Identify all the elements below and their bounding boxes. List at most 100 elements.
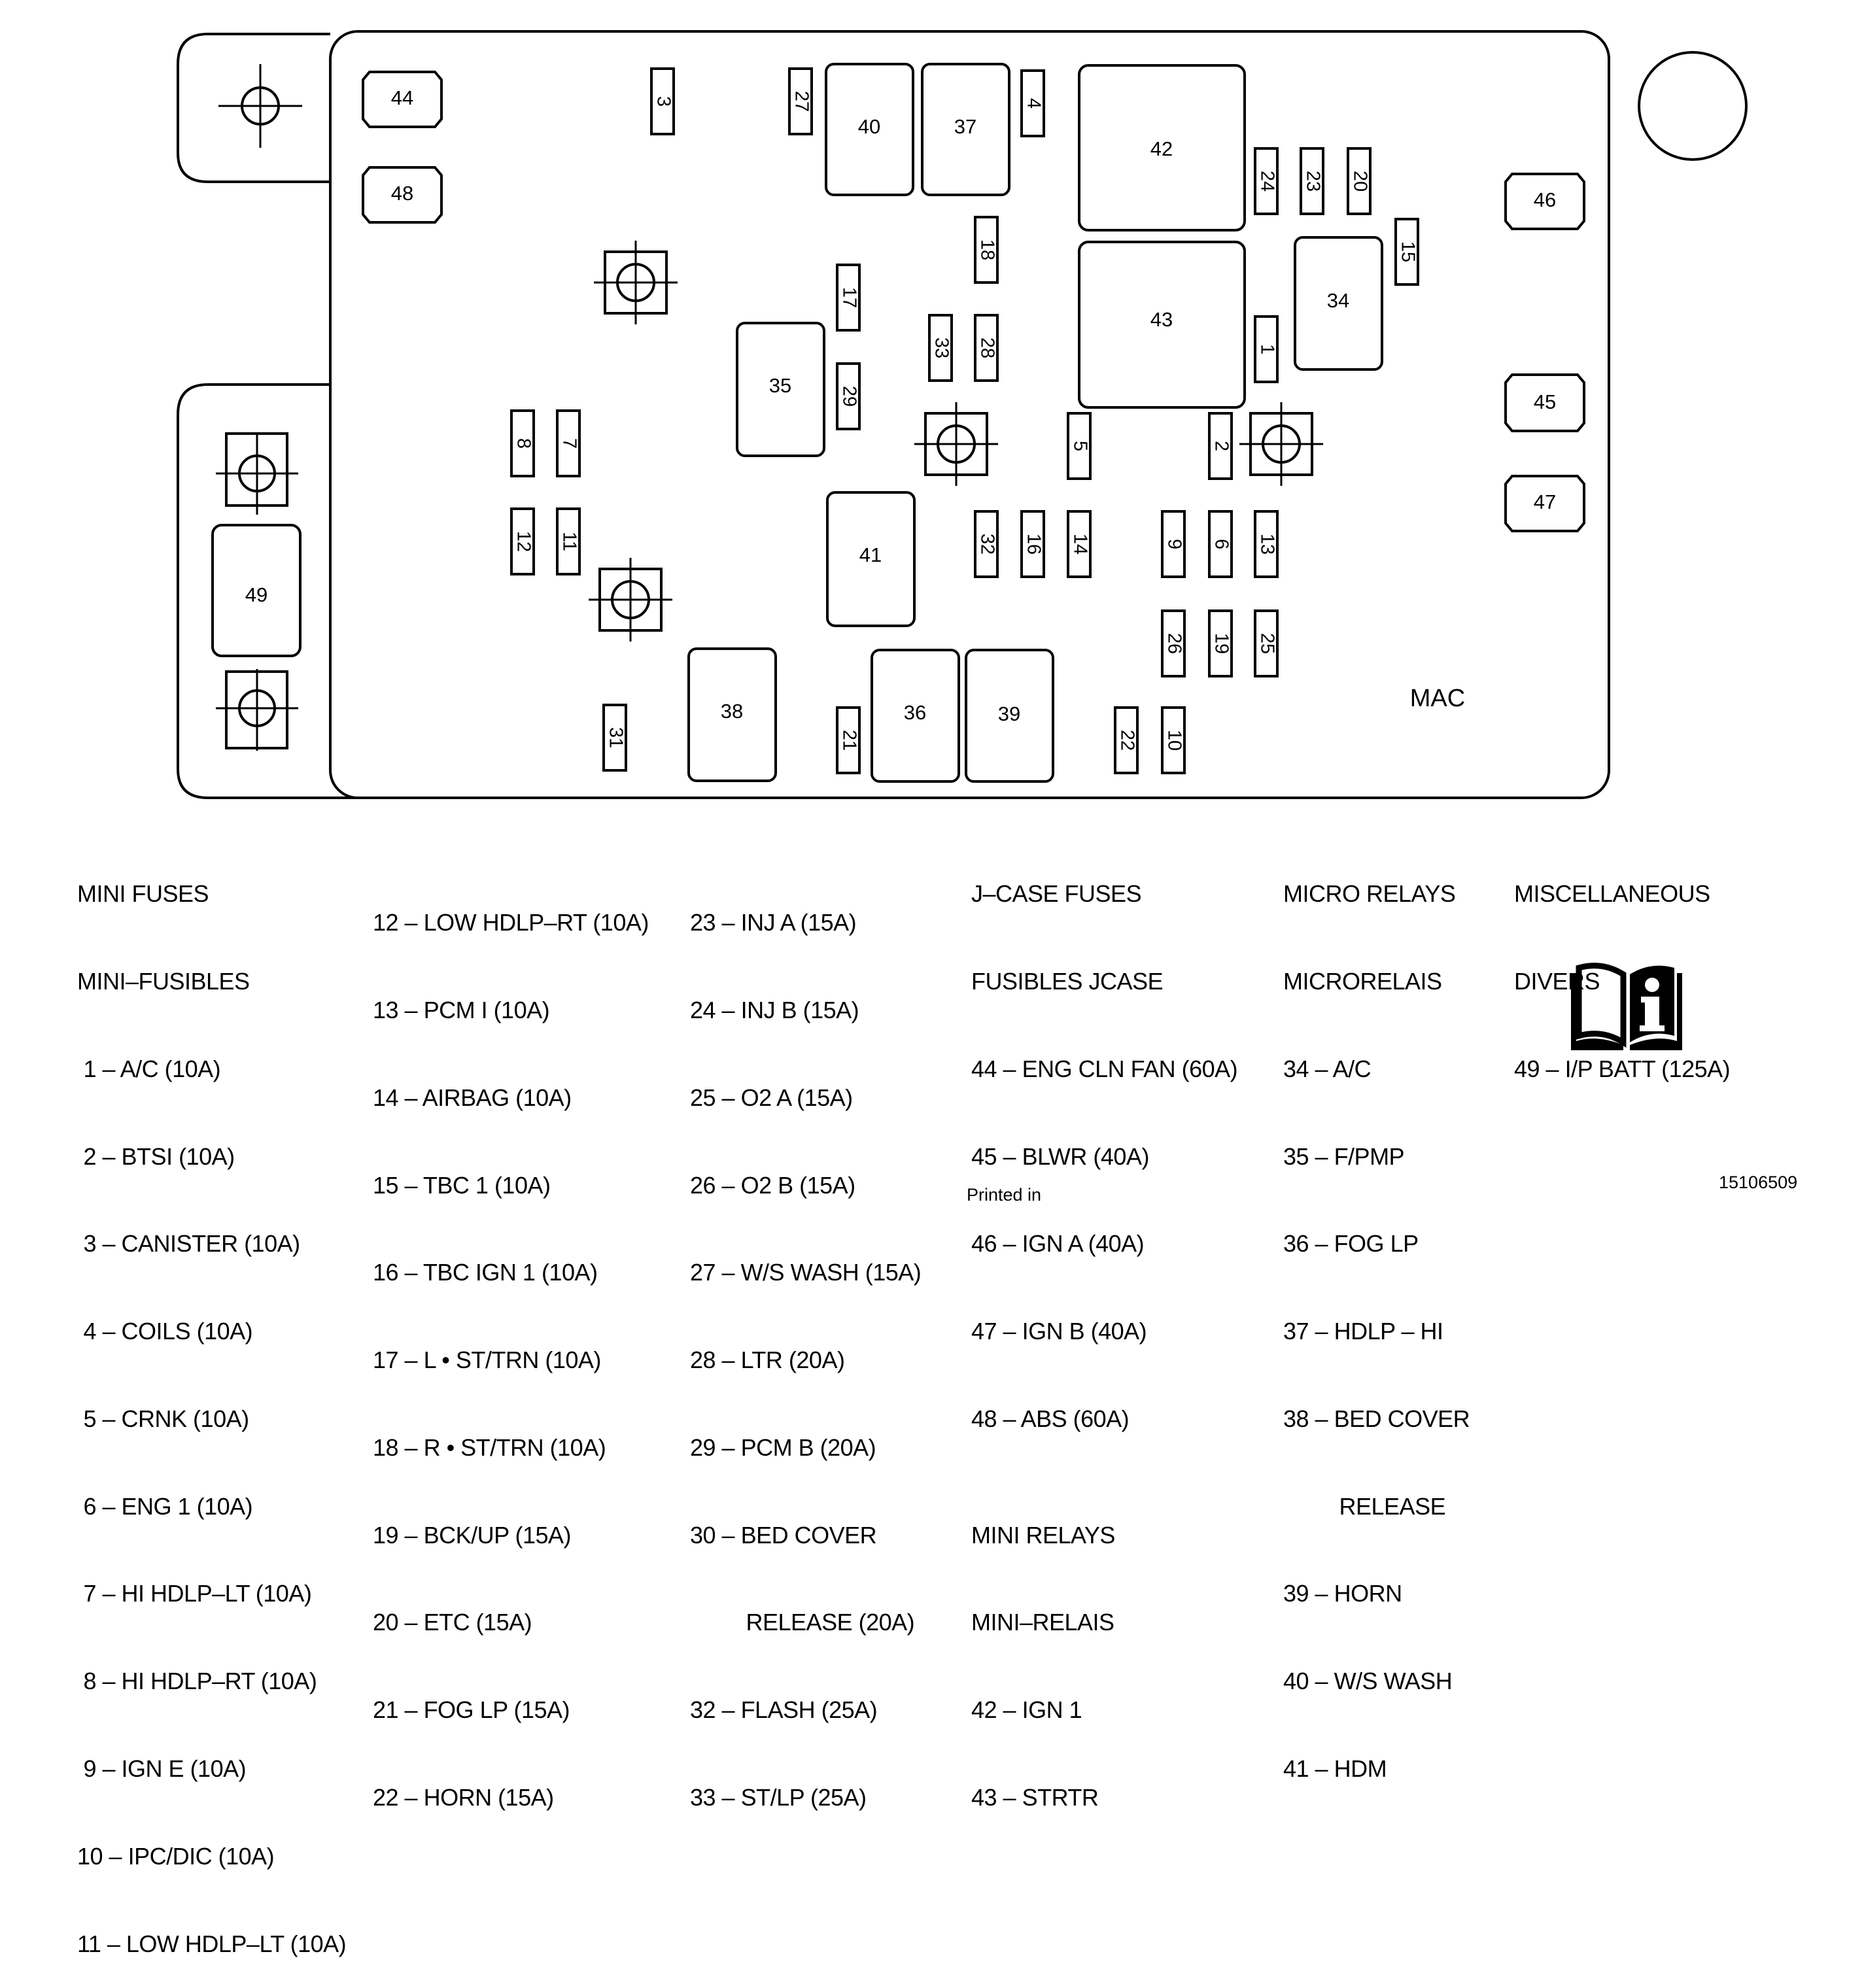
jcase-fuse-label: 48 <box>391 182 413 205</box>
mini-fuse-23: 23 <box>1300 147 1324 215</box>
owners-manual-info-icon <box>1571 963 1682 1050</box>
legend-item: 36 – FOG LP <box>1283 1230 1419 1258</box>
mini-fuse-12: 12 <box>510 507 535 575</box>
relay-label: 36 <box>904 701 926 724</box>
mini-fuse-25: 25 <box>1254 609 1279 677</box>
legend-heading: MICRO RELAYS <box>1283 880 1456 908</box>
legend-item: 30 – BED COVER <box>690 1521 877 1549</box>
legend-item: 18 – R • ST/TRN (10A) <box>373 1433 606 1461</box>
mini-fuse-label: 7 <box>559 438 579 449</box>
mini-fuse-29: 29 <box>836 362 861 430</box>
legend-item: 11 – LOW HDLP–LT (10A) <box>77 1930 347 1957</box>
mini-fuse-6: 6 <box>1208 510 1233 578</box>
mini-fuse-label: 22 <box>1116 730 1137 751</box>
mini-fuse-label: 2 <box>1211 441 1232 451</box>
relay-label: 38 <box>721 700 743 723</box>
mini-fuse-label: 25 <box>1256 633 1277 654</box>
relay-38: 38 <box>687 647 777 782</box>
legend-item: 33 – ST/LP (25A) <box>690 1784 867 1811</box>
jcase-fuse-label: 45 <box>1534 390 1556 413</box>
legend-item: 12 – LOW HDLP–RT (10A) <box>373 909 649 936</box>
legend-item: 10 – IPC/DIC (10A) <box>77 1842 275 1870</box>
legend-item: 6 – ENG 1 (10A) <box>77 1492 253 1520</box>
relay-35: 35 <box>736 322 825 457</box>
legend-item: 35 – F/PMP <box>1283 1142 1405 1170</box>
mini-fuse-24: 24 <box>1254 147 1279 215</box>
jcase-fuse-label: 44 <box>391 86 413 109</box>
legend-item: 29 – PCM B (20A) <box>690 1433 876 1461</box>
legend-item: 48 – ABS (60A) <box>971 1405 1130 1432</box>
legend-item: 49 – I/P BATT (125A) <box>1514 1055 1731 1082</box>
mini-fuse-32: 32 <box>974 510 999 578</box>
legend-item: 5 – CRNK (10A) <box>77 1405 250 1432</box>
legend-item: 46 – IGN A (40A) <box>971 1230 1145 1258</box>
legend-item: 26 – O2 B (15A) <box>690 1171 855 1199</box>
mini-fuse-label: 11 <box>559 532 579 551</box>
relay-43: 43 <box>1078 241 1246 409</box>
mini-fuse-label: 32 <box>976 534 997 555</box>
mini-fuse-label: 3 <box>653 96 674 107</box>
mini-fuse-label: 26 <box>1164 633 1184 654</box>
mini-fuse-label: 23 <box>1302 171 1323 192</box>
mini-fuse-label: 29 <box>838 386 859 407</box>
mini-fuse-label: 14 <box>1069 534 1090 555</box>
legend-item: 39 – HORN <box>1283 1580 1402 1607</box>
legend-item: 40 – W/S WASH <box>1283 1668 1453 1695</box>
mount-bolt-center <box>914 402 998 486</box>
legend-mini-fuses-col3: 23 – INJ A (15A) 24 – INJ B (15A) 25 – O… <box>690 850 922 1842</box>
relay-label: 43 <box>1150 308 1173 331</box>
mini-fuse-1: 1 <box>1254 315 1279 383</box>
mega-fuse-label: 49 <box>245 583 268 606</box>
jcase-fuse-46: 46 <box>1504 173 1585 230</box>
legend-item: 44 – ENG CLN FAN (60A) <box>971 1055 1238 1082</box>
legend-item: 34 – A/C <box>1283 1055 1372 1082</box>
mounting-hole <box>1638 51 1748 161</box>
legend-heading: MINI FUSES <box>77 880 209 908</box>
jcase-fuse-48: 48 <box>362 166 443 224</box>
relay-37: 37 <box>921 63 1010 196</box>
mini-fuse-label: 4 <box>1023 98 1044 109</box>
legend-item: 16 – TBC IGN 1 (10A) <box>373 1259 598 1286</box>
jcase-fuse-45: 45 <box>1504 373 1585 432</box>
relay-40: 40 <box>825 63 914 196</box>
mini-fuse-label: 21 <box>838 730 859 751</box>
mini-fuse-17: 17 <box>836 264 861 332</box>
mini-fuse-label: 5 <box>1069 441 1090 451</box>
legend-item: 24 – INJ B (15A) <box>690 996 859 1023</box>
mini-fuse-31: 31 <box>602 704 627 772</box>
mini-fuse-13: 13 <box>1254 510 1279 578</box>
legend-item: 8 – HI HDLP–RT (10A) <box>77 1668 317 1695</box>
legend-item: 47 – IGN B (40A) <box>971 1318 1147 1345</box>
relay-label: 37 <box>954 115 976 138</box>
relay-39: 39 <box>965 649 1054 783</box>
mini-fuse-2: 2 <box>1208 412 1233 480</box>
legend-heading: MINI–FUSIBLES <box>77 967 250 995</box>
mini-fuse-18: 18 <box>974 216 999 284</box>
fuse-block-outline <box>329 30 1610 799</box>
mac-label: MAC <box>1410 685 1465 712</box>
mount-bolt-center-left <box>594 241 678 324</box>
mini-fuse-label: 1 <box>1256 344 1277 354</box>
legend-heading: MISCELLANEOUS <box>1514 880 1710 908</box>
mini-fuse-8: 8 <box>510 409 535 477</box>
legend-item: 28 – LTR (20A) <box>690 1346 845 1374</box>
mini-fuse-15: 15 <box>1394 218 1419 286</box>
legend-item: 20 – ETC (15A) <box>373 1609 532 1636</box>
legend-item: 14 – AIRBAG (10A) <box>373 1084 572 1111</box>
legend-item: 41 – HDM <box>1283 1755 1387 1782</box>
mini-fuse-28: 28 <box>974 314 999 382</box>
mount-bolt-lower-left <box>589 558 672 642</box>
legend-item: 13 – PCM I (10A) <box>373 996 550 1023</box>
mini-fuse-label: 24 <box>1256 171 1277 192</box>
mount-bolt-upper-left <box>218 64 302 148</box>
jcase-fuse-47: 47 <box>1504 475 1585 532</box>
upper-left-tab <box>177 33 330 183</box>
legend-miscellaneous: MISCELLANEOUS DIVERS 49 – I/P BATT (125A… <box>1514 821 1731 1113</box>
legend-item: 37 – HDLP – HI <box>1283 1318 1443 1345</box>
mini-fuse-label: 15 <box>1397 241 1418 262</box>
relay-label: 40 <box>858 115 880 138</box>
legend-micro-relays: MICRO RELAYS MICRORELAIS 34 – A/C 35 – F… <box>1283 821 1470 1813</box>
legend-item: 7 – HI HDLP–LT (10A) <box>77 1580 312 1607</box>
legend-item: 3 – CANISTER (10A) <box>77 1230 301 1258</box>
mini-fuse-5: 5 <box>1067 412 1092 480</box>
